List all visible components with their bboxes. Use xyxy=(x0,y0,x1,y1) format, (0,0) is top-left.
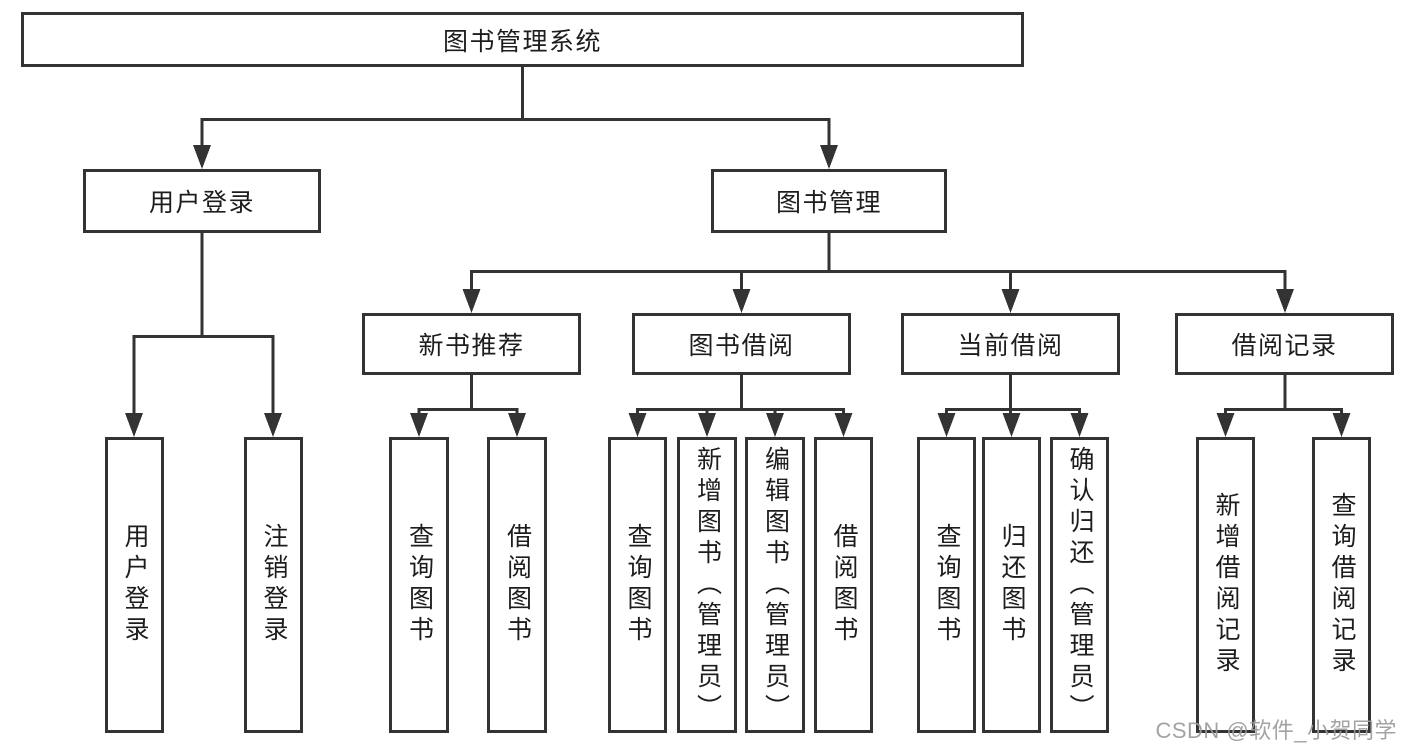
leaf-user-login-label: 用户登录 xyxy=(121,523,149,647)
node-book-borrow-label: 图书借阅 xyxy=(688,332,795,360)
leaf-logout-label: 注销登录 xyxy=(260,523,288,647)
leaf-logout: 注销登录 xyxy=(244,437,303,733)
node-current-borrow: 当前借阅 xyxy=(901,313,1120,375)
leaf-bb-borrow-book: 借阅图书 xyxy=(814,437,873,733)
node-book-mgmt-label: 图书管理 xyxy=(775,189,882,217)
node-book-mgmt: 图书管理 xyxy=(711,169,947,233)
leaf-bb-query-book: 查询图书 xyxy=(608,437,667,733)
leaf-nbr-query-book: 查询图书 xyxy=(389,437,449,733)
leaf-br-query-record-label: 查询借阅记录 xyxy=(1328,492,1356,678)
arrowheads xyxy=(125,145,1351,437)
leaf-cb-return-book: 归还图书 xyxy=(982,437,1041,733)
node-borrow-records: 借阅记录 xyxy=(1175,313,1394,375)
leaf-cb-confirm-return-admin-label: 确认归还（管理员） xyxy=(1066,445,1094,725)
leaf-br-add-record: 新增借阅记录 xyxy=(1196,437,1255,733)
node-current-borrow-label: 当前借阅 xyxy=(957,332,1064,360)
node-root: 图书管理系统 xyxy=(21,12,1024,67)
leaf-cb-return-book-label: 归还图书 xyxy=(998,523,1026,647)
connector-rails xyxy=(132,66,1343,415)
node-root-label: 图书管理系统 xyxy=(442,27,602,56)
leaf-cb-query-book: 查询图书 xyxy=(917,437,976,733)
leaf-nbr-borrow-book: 借阅图书 xyxy=(487,437,547,733)
node-new-book-rec: 新书推荐 xyxy=(362,313,581,375)
leaf-bb-edit-book-admin-label: 编辑图书（管理员） xyxy=(761,445,790,725)
leaf-user-login: 用户登录 xyxy=(105,437,164,733)
node-book-borrow: 图书借阅 xyxy=(632,313,851,375)
node-new-book-rec-label: 新书推荐 xyxy=(418,332,525,360)
node-borrow-records-label: 借阅记录 xyxy=(1231,332,1338,360)
leaf-bb-add-book-admin: 新增图书（管理员） xyxy=(677,437,737,733)
leaf-br-query-record: 查询借阅记录 xyxy=(1312,437,1371,733)
leaf-cb-query-book-label: 查询图书 xyxy=(933,523,961,647)
node-user-login: 用户登录 xyxy=(83,169,321,233)
leaf-nbr-query-book-label: 查询图书 xyxy=(405,523,434,647)
leaf-bb-borrow-book-label: 借阅图书 xyxy=(830,523,858,647)
leaf-bb-edit-book-admin: 编辑图书（管理员） xyxy=(745,437,805,733)
node-user-login-label: 用户登录 xyxy=(148,189,255,217)
leaf-bb-add-book-admin-label: 新增图书（管理员） xyxy=(693,445,722,725)
csdn-watermark: CSDN @软件_小贺同学 xyxy=(1155,718,1397,743)
leaf-cb-confirm-return-admin: 确认归还（管理员） xyxy=(1050,437,1109,733)
leaf-bb-query-book-label: 查询图书 xyxy=(624,523,652,647)
leaf-br-add-record-label: 新增借阅记录 xyxy=(1212,492,1240,678)
leaf-nbr-borrow-book-label: 借阅图书 xyxy=(503,523,532,647)
